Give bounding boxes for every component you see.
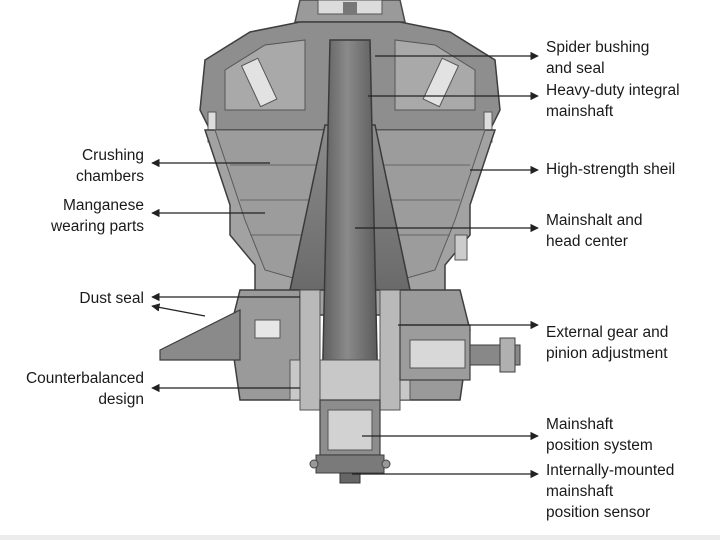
mainshaft [321, 39, 379, 401]
label-counterbalanced-design: Counterbalanced design [25, 370, 144, 408]
label-crushing-chambers: Crushing chambers [75, 147, 144, 185]
label-dust-seal: Dust seal [79, 290, 144, 307]
label-manganese-wearing-parts: Manganese wearing parts [50, 197, 144, 235]
label-heavy-duty-integral-mainshaft: Heavy-duty integral mainshaft [546, 82, 680, 120]
label-spider-bushing-and-seal: Spider bushing and seal [546, 39, 650, 77]
bottom-strip [0, 535, 720, 540]
label-internally-mounted-mainshaft-position-sensor: Internally-mounted mainshaft position se… [546, 462, 675, 521]
leader-dust-seal-2 [151, 303, 206, 317]
position-system [309, 399, 391, 484]
spider-cap [294, 0, 406, 23]
label-high-strength-sheil: High-strength sheil [546, 161, 676, 178]
label-mainshalt-and-head-center: Mainshalt and head center [546, 212, 643, 250]
pinion-housing [399, 234, 521, 381]
label-mainshaft-position-system: Mainshaft position system [546, 416, 653, 454]
label-external-gear-and-pinion-adjustment: External gear and pinion adjustment [546, 324, 669, 362]
